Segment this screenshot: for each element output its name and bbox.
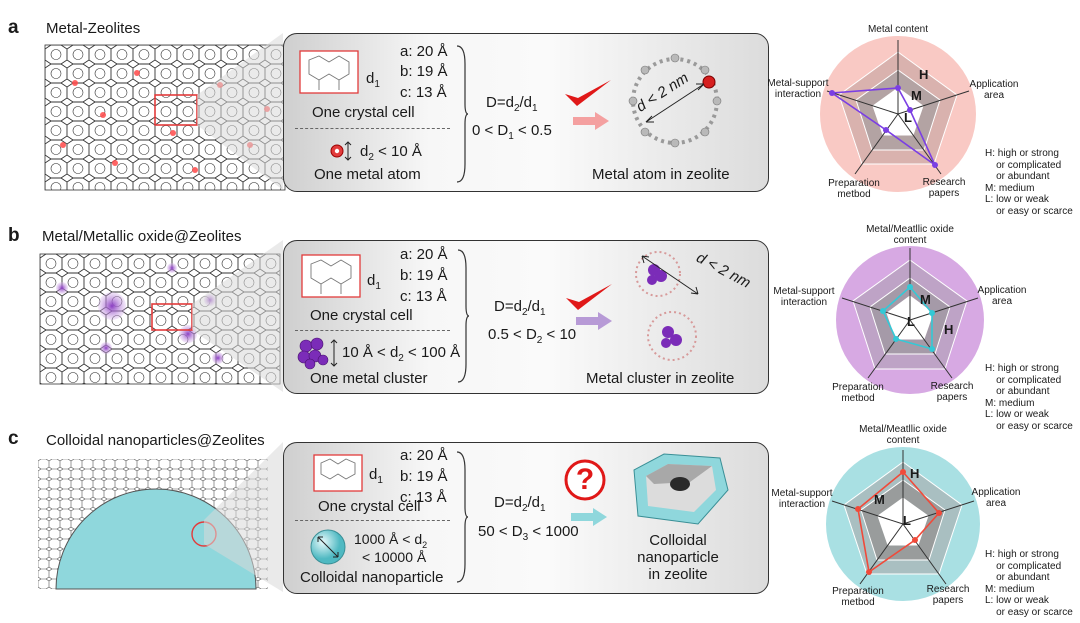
cell-c-param: c: 13 Å — [400, 489, 447, 506]
cell-caption: One crystal cell — [310, 307, 413, 324]
result-caption: Colloidal nanoparticle in zeolite — [637, 532, 719, 583]
brace-a — [456, 45, 469, 183]
cell-b-param: b: 19 Å — [400, 468, 448, 485]
check-icon — [565, 80, 611, 106]
level-h: H — [910, 466, 920, 481]
panel-title: Metal/Metallic oxide@Zeolites — [42, 228, 242, 245]
info-box-b — [283, 240, 769, 394]
brace-b — [457, 249, 470, 383]
level-m: M — [920, 292, 931, 307]
object-caption: One metal atom — [314, 166, 421, 183]
brace-c — [456, 451, 469, 583]
legend: H: high or strong or complicated or abun… — [985, 363, 1073, 432]
metal-cluster-icon — [297, 337, 338, 370]
nanoparticle-in-zeolite-model — [633, 453, 729, 525]
cell-b-param: b: 19 Å — [400, 267, 448, 284]
result-caption: Metal cluster in zeolite — [586, 370, 735, 387]
level-h: H — [919, 67, 929, 82]
nanoparticle-icon — [310, 529, 346, 565]
radar-axis-bottom-left: Preparation metbod — [828, 178, 880, 200]
legend: H: high or strong or complicated or abun… — [985, 148, 1073, 217]
cell-a-param: a: 20 Å — [400, 43, 448, 60]
crystal-cell-icon-a — [299, 50, 359, 94]
radar-axis-bottom-left: Preparation metbod — [832, 382, 884, 404]
zeolite-ring-model — [628, 53, 722, 148]
level-h: H — [944, 322, 954, 337]
metal-atom-icon — [330, 141, 352, 161]
radar-chart-a — [820, 36, 976, 192]
crystal-cell-icon-b — [301, 254, 361, 298]
arrow-icon — [573, 112, 609, 130]
cell-b-param: b: 19 Å — [400, 63, 448, 80]
radar-axis-left: Metal-support interaction — [767, 78, 829, 100]
panel-title: Colloidal nanoparticles@Zeolites — [46, 432, 265, 449]
cell-c-param: c: 13 Å — [400, 84, 447, 101]
result-caption: Metal atom in zeolite — [592, 166, 730, 183]
panel-label: b — [8, 225, 20, 246]
arrow-icon — [571, 508, 607, 526]
radar-axis-top: Metal content — [867, 24, 929, 35]
cell-a-param: a: 20 Å — [400, 246, 448, 263]
question-icon — [564, 459, 606, 501]
radar-axis-bottom-left: Preparation metbod — [832, 586, 884, 608]
cluster-in-zeolite-model — [635, 251, 699, 361]
panel-title: Metal-Zeolites — [46, 20, 141, 37]
radar-axis-right: Application area — [969, 79, 1019, 101]
radar-chart-c — [826, 447, 980, 601]
radar-axis-right: Application area — [977, 285, 1027, 307]
separator — [295, 128, 450, 129]
crystal-cell-icon-c — [313, 454, 363, 492]
level-l: L — [904, 110, 912, 125]
zeolite-with-nanoparticle — [38, 459, 268, 590]
level-l: L — [907, 314, 915, 329]
cell-caption: One crystal cell — [318, 498, 421, 515]
legend: H: high or strong or complicated or abun… — [985, 549, 1073, 618]
separator — [295, 520, 450, 521]
radar-axis-bottom-right: Research papers — [926, 584, 970, 606]
arrow-icon — [576, 312, 612, 330]
radar-axis-right: Application area — [971, 487, 1021, 509]
object-caption: Colloidal nanoparticle — [300, 569, 444, 586]
d1-symbol: d — [366, 70, 375, 87]
radar-axis-top: Metal/Meatllic oxide content — [866, 224, 954, 246]
panel-label: a — [8, 17, 19, 38]
level-m: M — [911, 88, 922, 103]
radar-chart-b — [836, 246, 984, 394]
separator — [295, 330, 450, 331]
radar-axis-bottom-right: Research papers — [922, 177, 966, 199]
level-l: L — [903, 513, 911, 528]
question-mark: ? — [575, 463, 595, 496]
panel-label: c — [8, 428, 19, 449]
cell-caption: One crystal cell — [312, 104, 415, 121]
cell-c-param: c: 13 Å — [400, 288, 447, 305]
radar-axis-bottom-right: Research papers — [930, 381, 974, 403]
check-icon — [566, 284, 612, 310]
cell-a-param: a: 20 Å — [400, 447, 448, 464]
level-m: M — [874, 492, 885, 507]
size-upper-bound: < 10000 Å — [362, 549, 427, 565]
object-caption: One metal cluster — [310, 370, 428, 387]
radar-axis-top: Metal/Meatllic oxide content — [859, 424, 947, 446]
radar-axis-left: Metal-support interaction — [771, 488, 833, 510]
radar-axis-left: Metal-support interaction — [773, 286, 835, 308]
